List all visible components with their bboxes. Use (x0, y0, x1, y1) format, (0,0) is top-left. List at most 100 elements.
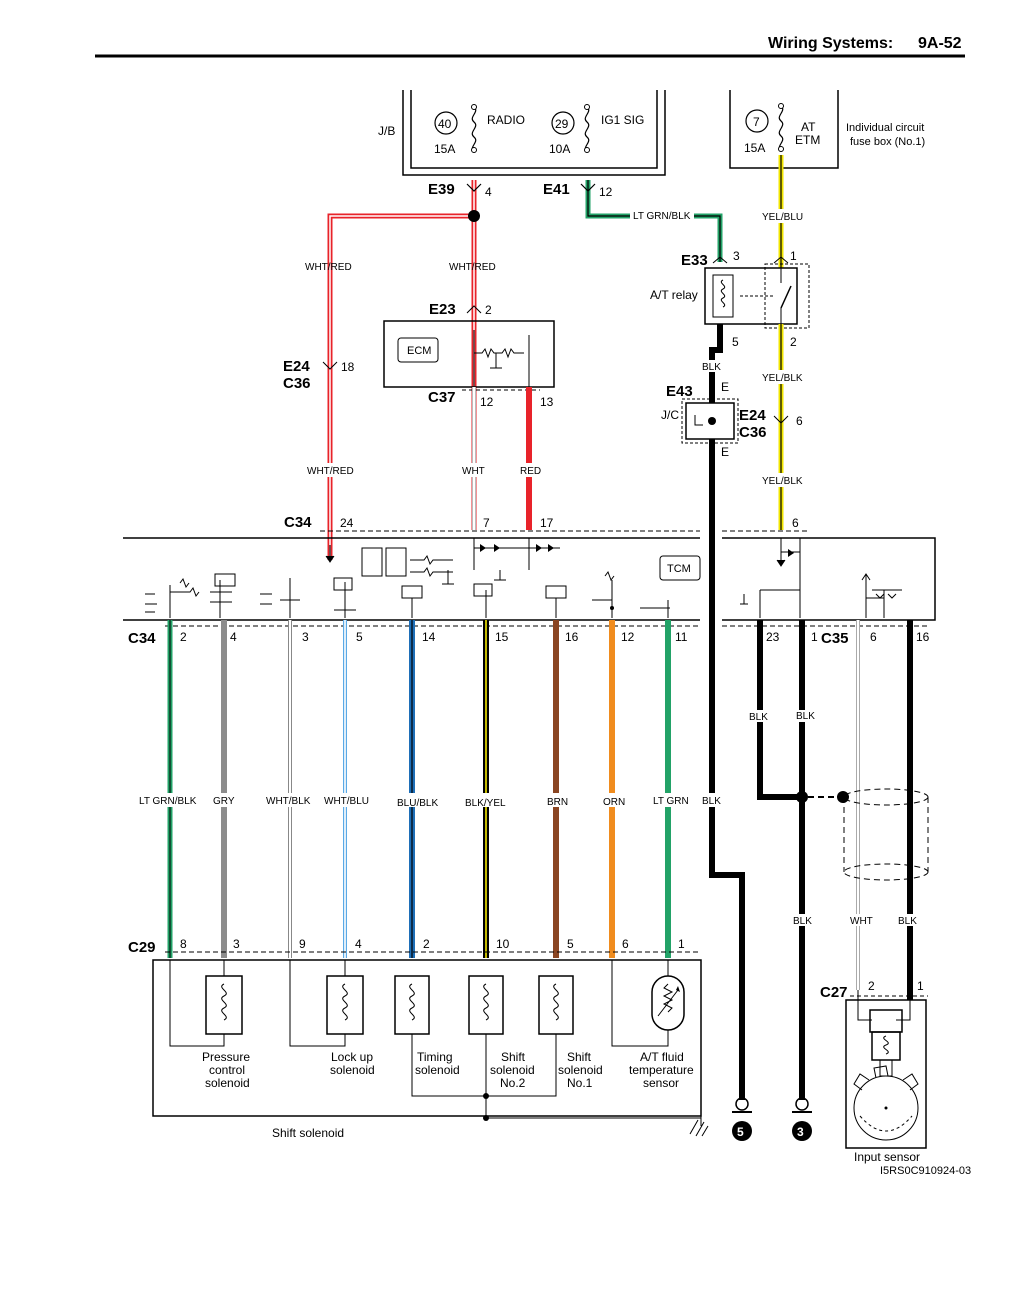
shielded-cable (843, 788, 929, 881)
ecm-module: ECM (383, 320, 555, 388)
pin-c27-1: 1 (917, 979, 924, 993)
connector-c35: C35 (821, 630, 849, 647)
pin-c34-6: 6 (792, 516, 799, 530)
jb-label: J/B (378, 124, 395, 138)
fuse-29-icon (584, 106, 590, 153)
label-shift1-2: solenoid (558, 1063, 603, 1077)
pin-c34b-11: 11 (675, 630, 688, 644)
pin-c37-12: 12 (480, 395, 494, 409)
tcm-module: TCM (123, 537, 936, 621)
label-brn: BRN (547, 797, 568, 808)
label-pressure-2: control (209, 1063, 245, 1077)
label-wht-red-2: WHT/RED (449, 262, 496, 273)
pin-e33-1: 1 (790, 249, 797, 263)
label-yel-blk-2: YEL/BLK (762, 476, 803, 487)
pin-c29-1: 1 (678, 937, 685, 951)
joint-connector (681, 398, 739, 444)
connector-e23: E23 (429, 301, 456, 318)
label-wht-blk: WHT/BLK (266, 796, 311, 807)
connector-c37: C37 (428, 389, 456, 406)
label-yel-blu: YEL/BLU (762, 212, 803, 223)
pin-c34-17: 17 (540, 516, 554, 530)
connector-c36-right: C36 (739, 424, 767, 441)
label-orn: ORN (603, 797, 625, 808)
pin-e33-3: 3 (733, 249, 740, 263)
connector-c36-left: C36 (283, 375, 311, 392)
pin-e24-6: 6 (796, 414, 803, 428)
connector-e24-right: E24 (739, 407, 766, 424)
jc-label: J/C (661, 408, 679, 422)
fuse-29-amp: 10A (549, 142, 570, 156)
fuse-40-name: RADIO (487, 113, 525, 127)
label-shift1-3: No.1 (567, 1076, 593, 1090)
label-blk-a: BLK (749, 712, 768, 723)
input-sensor (845, 990, 927, 1149)
pin-c27-2: 2 (868, 979, 875, 993)
pin-c29-2: 2 (423, 937, 430, 951)
label-timing-1: Timing (417, 1050, 453, 1064)
label-shift1-1: Shift (567, 1050, 592, 1064)
figure-id: I5RS0C910924-03 (880, 1165, 971, 1177)
pin-c34b-14: 14 (422, 630, 436, 644)
pin-c29-4: 4 (355, 937, 362, 951)
label-blk-relay: BLK (702, 362, 721, 373)
label-lt-grn: LT GRN (653, 796, 689, 807)
label-wht-red-1: WHT/RED (305, 262, 352, 273)
header-page: 9A-52 (918, 35, 962, 52)
connector-e24-left: E24 (283, 358, 310, 375)
pin-c35-6: 6 (870, 630, 877, 644)
label-shift2-2: solenoid (490, 1063, 535, 1077)
at-relay-label: A/T relay (650, 288, 698, 302)
label-fluid-3: sensor (643, 1076, 679, 1090)
label-shift2-1: Shift (501, 1050, 526, 1064)
label-wht-blu: WHT/BLU (324, 796, 369, 807)
label-shift2-3: No.2 (500, 1076, 526, 1090)
label-fluid-2: temperature (629, 1063, 694, 1077)
label-lt-grn-blk: LT GRN/BLK (139, 796, 197, 807)
pin-c35-16: 16 (916, 630, 930, 644)
label-lockup-2: solenoid (330, 1063, 375, 1077)
pin-c29-8: 8 (180, 937, 187, 951)
shift-solenoid-assembly (152, 959, 709, 1137)
label-wht: WHT (462, 466, 485, 477)
pin-c34b-2: 2 (180, 630, 187, 644)
connector-e41-mark (580, 183, 596, 192)
label-gry: GRY (213, 796, 235, 807)
connector-e33: E33 (681, 252, 708, 269)
pin-c29-10: 10 (496, 937, 510, 951)
label-timing-2: solenoid (415, 1063, 460, 1077)
fuse-7-amp: 15A (744, 141, 765, 155)
label-fluid-1: A/T fluid (640, 1050, 684, 1064)
pin-e43-bottom: E (721, 445, 729, 459)
junction-block: J/B 40 RADIO 15A 29 IG1 SIG 10A (378, 90, 666, 176)
connector-e39: E39 (428, 181, 455, 198)
fuse-7-number: 7 (753, 115, 760, 129)
pin-c34b-5: 5 (356, 630, 363, 644)
pin-c29-5: 5 (567, 937, 574, 951)
label-blu-blk: BLU/BLK (397, 798, 438, 809)
connector-c27: C27 (820, 984, 848, 1001)
fuse-40-number: 40 (438, 117, 452, 131)
label-shift-solenoid: Shift solenoid (272, 1126, 344, 1140)
individual-fuse-box: 7 AT ETM 15A Individual circuit fuse box… (729, 90, 925, 169)
label-pressure-3: solenoid (205, 1076, 250, 1090)
label-wht-red-3: WHT/RED (307, 466, 354, 477)
fuse-29-number: 29 (555, 117, 569, 131)
label-lockup-1: Lock up (331, 1050, 373, 1064)
header-title: Wiring Systems: (768, 35, 893, 52)
pin-c29-3: 3 (233, 937, 240, 951)
ground-3-label: 3 (797, 1125, 804, 1139)
pin-c35-23: 23 (766, 630, 780, 644)
at-relay (704, 263, 810, 329)
connector-c29: C29 (128, 939, 156, 956)
fuse-40-icon (471, 106, 477, 153)
pin-relay-5: 5 (732, 335, 739, 349)
pin-c29-6: 6 (622, 937, 629, 951)
pin-c34b-12: 12 (621, 630, 635, 644)
fuse-29-name: IG1 SIG (601, 113, 644, 127)
connector-c34-top: C34 (284, 514, 312, 531)
pin-relay-2: 2 (790, 335, 797, 349)
pin-c34-24: 24 (340, 516, 354, 530)
pin-c35-1: 1 (811, 630, 818, 644)
